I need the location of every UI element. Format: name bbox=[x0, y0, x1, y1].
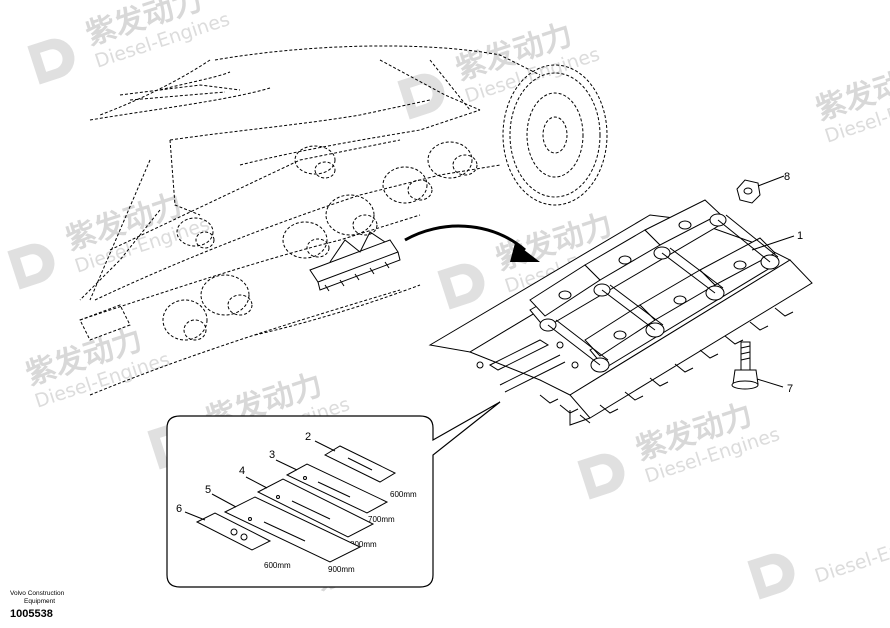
shoe-width-label: 600mm bbox=[264, 561, 291, 570]
arrow-head-icon bbox=[510, 243, 540, 262]
roller bbox=[282, 221, 330, 259]
shoe-variant-6: 6 600mm bbox=[176, 503, 291, 570]
brand-line: Equipment bbox=[24, 598, 56, 605]
callout-number: 7 bbox=[787, 383, 793, 395]
track-chain-assembly bbox=[428, 199, 813, 426]
roller bbox=[325, 194, 378, 236]
shoe-variant-3: 3 700mm bbox=[269, 449, 395, 524]
undercarriage-frame bbox=[79, 45, 541, 396]
callout-number: 4 bbox=[239, 465, 245, 477]
callout-number: 5 bbox=[205, 484, 211, 496]
brand-line: Volvo Construction bbox=[10, 590, 65, 597]
watermark-logo-icon bbox=[7, 243, 55, 290]
roller bbox=[382, 166, 433, 204]
shoe-variant-5: 5 900mm bbox=[205, 484, 362, 574]
shoe-width-label: 700mm bbox=[368, 515, 395, 524]
watermark-logo-icon bbox=[397, 73, 445, 120]
roller bbox=[162, 299, 208, 341]
callout-number: 3 bbox=[269, 449, 275, 461]
shoe-width-label: 800mm bbox=[350, 540, 377, 549]
watermark-tile: Diesel-Engines bbox=[747, 523, 890, 600]
watermark-tile: 紫发动力 Diesel-Engines bbox=[812, 57, 890, 147]
callout-number: 1 bbox=[797, 230, 803, 242]
part-number: 1005538 bbox=[10, 608, 53, 620]
callout-number: 2 bbox=[305, 431, 311, 443]
sprocket-wheel bbox=[502, 64, 608, 206]
direction-arrow bbox=[404, 224, 540, 262]
roller bbox=[200, 274, 253, 316]
shoe-width-label: 600mm bbox=[390, 490, 417, 499]
track-rollers bbox=[79, 141, 478, 341]
watermark-tile: 紫发动力 Diesel-Engines bbox=[7, 187, 212, 290]
watermark-tile: 紫发动力 Diesel-Engines bbox=[27, 0, 232, 85]
track-segment-small bbox=[309, 231, 401, 292]
watermark-en: Diesel-Engines bbox=[812, 523, 890, 587]
shoe-width-label: 900mm bbox=[328, 565, 355, 574]
watermark-logo-icon bbox=[437, 263, 485, 310]
nut-part bbox=[736, 179, 761, 204]
watermark-logo-icon bbox=[577, 453, 625, 500]
callout-number: 6 bbox=[176, 503, 182, 515]
roller bbox=[79, 304, 131, 341]
callout-1: 1 bbox=[751, 230, 803, 251]
watermark-logo-icon bbox=[747, 553, 795, 600]
shoe-variant-2: 2 600mm bbox=[305, 431, 417, 499]
footer-brand: Volvo Construction Equipment 1005538 bbox=[10, 590, 64, 620]
watermark-tile: 紫发动力 Diesel-Engines bbox=[22, 322, 173, 412]
watermark-logo-icon bbox=[27, 38, 75, 85]
callout-7: 7 bbox=[756, 378, 793, 395]
shoe-variants-balloon: 2 600mm 3 700mm 4 800mm 5 900 bbox=[166, 401, 501, 588]
callout-number: 8 bbox=[784, 171, 790, 183]
bolt-part bbox=[731, 341, 759, 390]
roller bbox=[294, 145, 336, 179]
roller bbox=[427, 141, 478, 179]
roller bbox=[176, 217, 215, 249]
shoe-variant-4: 4 800mm bbox=[239, 465, 377, 549]
callout-8: 8 bbox=[757, 171, 790, 187]
